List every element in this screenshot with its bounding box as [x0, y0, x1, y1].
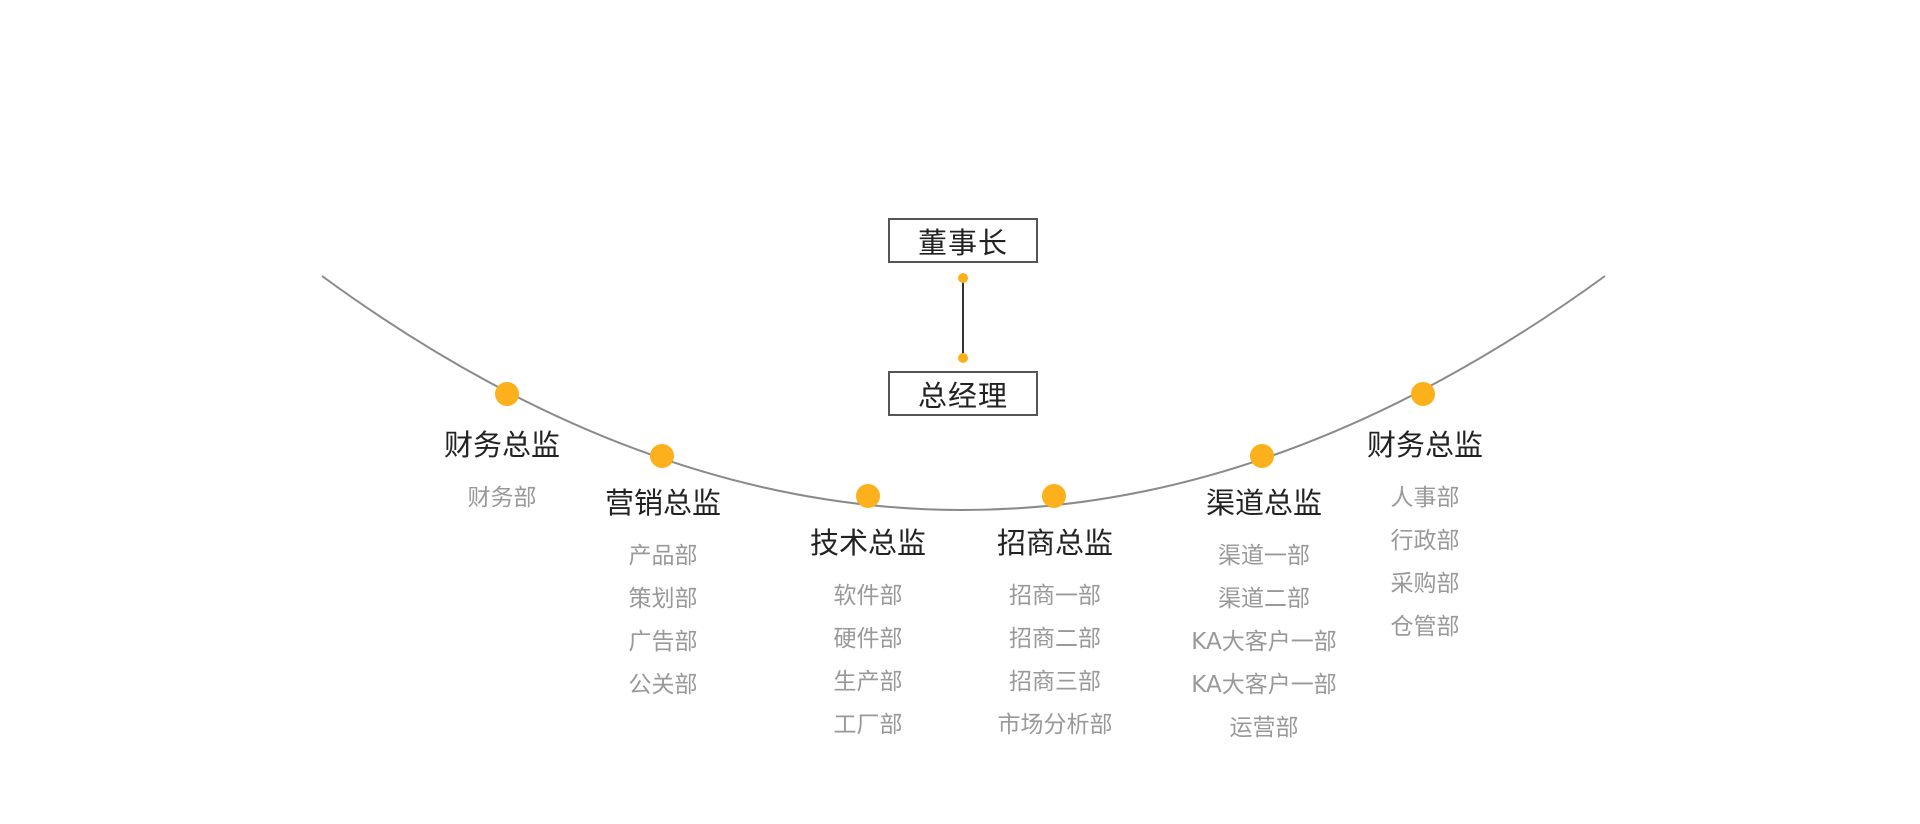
- department-item: 招商三部: [1009, 669, 1101, 695]
- branch-node-5: [1411, 382, 1435, 406]
- branch-channel-director: 渠道总监 渠道一部 渠道二部 KA大客户一部 KA大客户一部 运营部: [1154, 483, 1374, 750]
- branch-title: 技术总监: [809, 526, 926, 560]
- department-list: 人事部 行政部 采购部 仓管部: [1315, 477, 1535, 649]
- branch-marketing-director: 营销总监 产品部 策划部 广告部 公关部: [553, 483, 773, 707]
- department-list: 软件部 硬件部 生产部 工厂部: [758, 575, 978, 747]
- branch-node-3: [1042, 484, 1066, 508]
- department-item: 招商二部: [1009, 626, 1101, 652]
- branch-finance-director-left: 财务总监 财务部: [392, 425, 612, 520]
- department-item: 财务部: [467, 485, 537, 511]
- department-item: 市场分析部: [997, 712, 1113, 738]
- connector-bottom-dot: [958, 353, 968, 363]
- branch-title: 财务总监: [1366, 428, 1483, 462]
- branch-title: 招商总监: [996, 526, 1113, 560]
- branch-node-4: [1250, 444, 1274, 468]
- department-item: 产品部: [628, 543, 698, 569]
- branch-title: 财务总监: [443, 428, 560, 462]
- department-item: 运营部: [1229, 715, 1299, 741]
- department-item: 工厂部: [833, 712, 903, 738]
- department-item: 广告部: [628, 629, 698, 655]
- department-item: 人事部: [1390, 485, 1460, 511]
- department-item: 渠道二部: [1218, 586, 1310, 612]
- branch-investment-director: 招商总监 招商一部 招商二部 招商三部 市场分析部: [945, 523, 1165, 747]
- branch-finance-director-right: 财务总监 人事部 行政部 采购部 仓管部: [1315, 425, 1535, 649]
- department-item: 仓管部: [1390, 614, 1460, 640]
- department-list: 渠道一部 渠道二部 KA大客户一部 KA大客户一部 运营部: [1154, 535, 1374, 750]
- department-item: 硬件部: [833, 626, 903, 652]
- department-item: 公关部: [628, 672, 698, 698]
- branch-title: 营销总监: [604, 486, 721, 520]
- department-item: 招商一部: [1009, 583, 1101, 609]
- chairman-box: 董事长: [888, 218, 1038, 263]
- branch-node-2: [856, 484, 880, 508]
- branch-node-0: [495, 382, 519, 406]
- chairman-label: 董事长: [917, 225, 1008, 260]
- department-item: 渠道一部: [1218, 543, 1310, 569]
- connector-top-dot: [958, 273, 968, 283]
- department-item: 采购部: [1390, 571, 1460, 597]
- department-item: KA大客户一部: [1191, 672, 1337, 698]
- department-item: 策划部: [628, 586, 698, 612]
- department-list: 财务部: [392, 477, 612, 520]
- department-item: 生产部: [833, 669, 903, 695]
- branch-title: 渠道总监: [1205, 486, 1322, 520]
- department-item: 软件部: [833, 583, 903, 609]
- department-list: 招商一部 招商二部 招商三部 市场分析部: [945, 575, 1165, 747]
- branch-technology-director: 技术总监 软件部 硬件部 生产部 工厂部: [758, 523, 978, 747]
- department-list: 产品部 策划部 广告部 公关部: [553, 535, 773, 707]
- general-manager-box: 总经理: [888, 371, 1038, 416]
- department-item: KA大客户一部: [1191, 629, 1337, 655]
- branch-node-1: [650, 444, 674, 468]
- general-manager-label: 总经理: [917, 378, 1008, 413]
- department-item: 行政部: [1390, 528, 1460, 554]
